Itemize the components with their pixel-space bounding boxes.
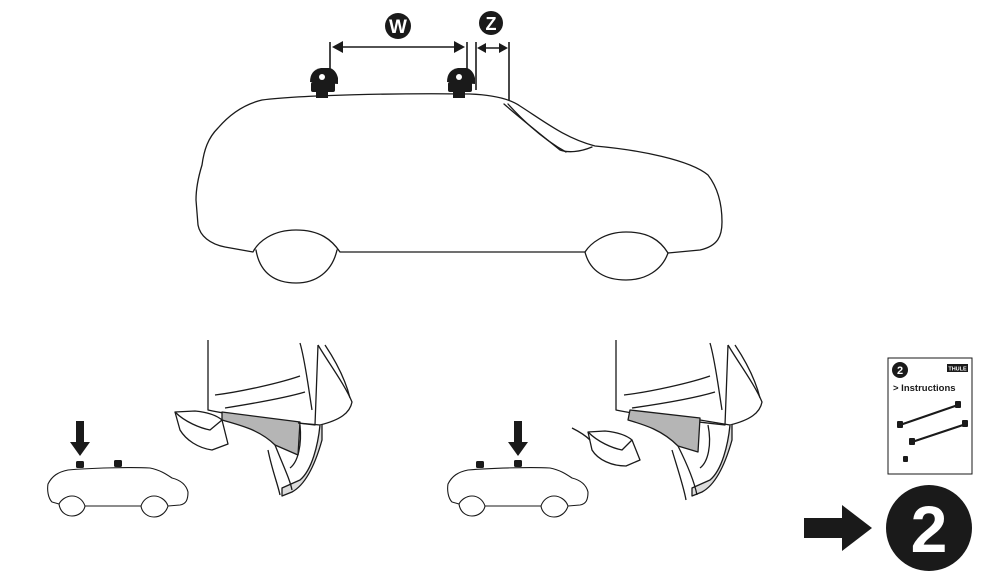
manual-brand: THULE [948, 367, 967, 373]
main-car-side-view [195, 93, 723, 284]
rack-foot-front [447, 68, 475, 98]
z-label: Z [486, 14, 497, 34]
right-foot-detail [571, 340, 763, 501]
rack-foot-rear [310, 68, 338, 98]
w-badge: W [385, 13, 411, 39]
manual-title: > Instructions [893, 383, 956, 394]
dimension-z [475, 42, 510, 100]
dimension-w [329, 41, 468, 70]
right-arrow-icon [804, 505, 872, 551]
next-step-badge: 2 [886, 485, 972, 571]
brand-logo [947, 364, 968, 372]
next-step-number: 2 [911, 492, 948, 566]
left-foot-detail [174, 340, 353, 497]
right-small-car [447, 467, 589, 518]
left-small-car-feet [76, 460, 122, 468]
a-pillar [503, 103, 593, 153]
manual-step-number: 2 [897, 365, 903, 377]
w-label: W [389, 17, 407, 38]
left-down-arrow-icon [70, 421, 90, 456]
front-wheel [584, 251, 669, 281]
roof-bars-illustration [898, 403, 968, 444]
right-small-car-feet [476, 460, 522, 468]
instructions-manual-thumbnail: 2 THULE > Instructions [887, 357, 973, 475]
rear-wheel [255, 249, 338, 284]
left-small-car [47, 467, 189, 518]
right-down-arrow-icon [508, 421, 528, 456]
windshield-line [507, 103, 567, 153]
z-badge: Z [479, 11, 503, 35]
car-body-outline [195, 93, 723, 254]
